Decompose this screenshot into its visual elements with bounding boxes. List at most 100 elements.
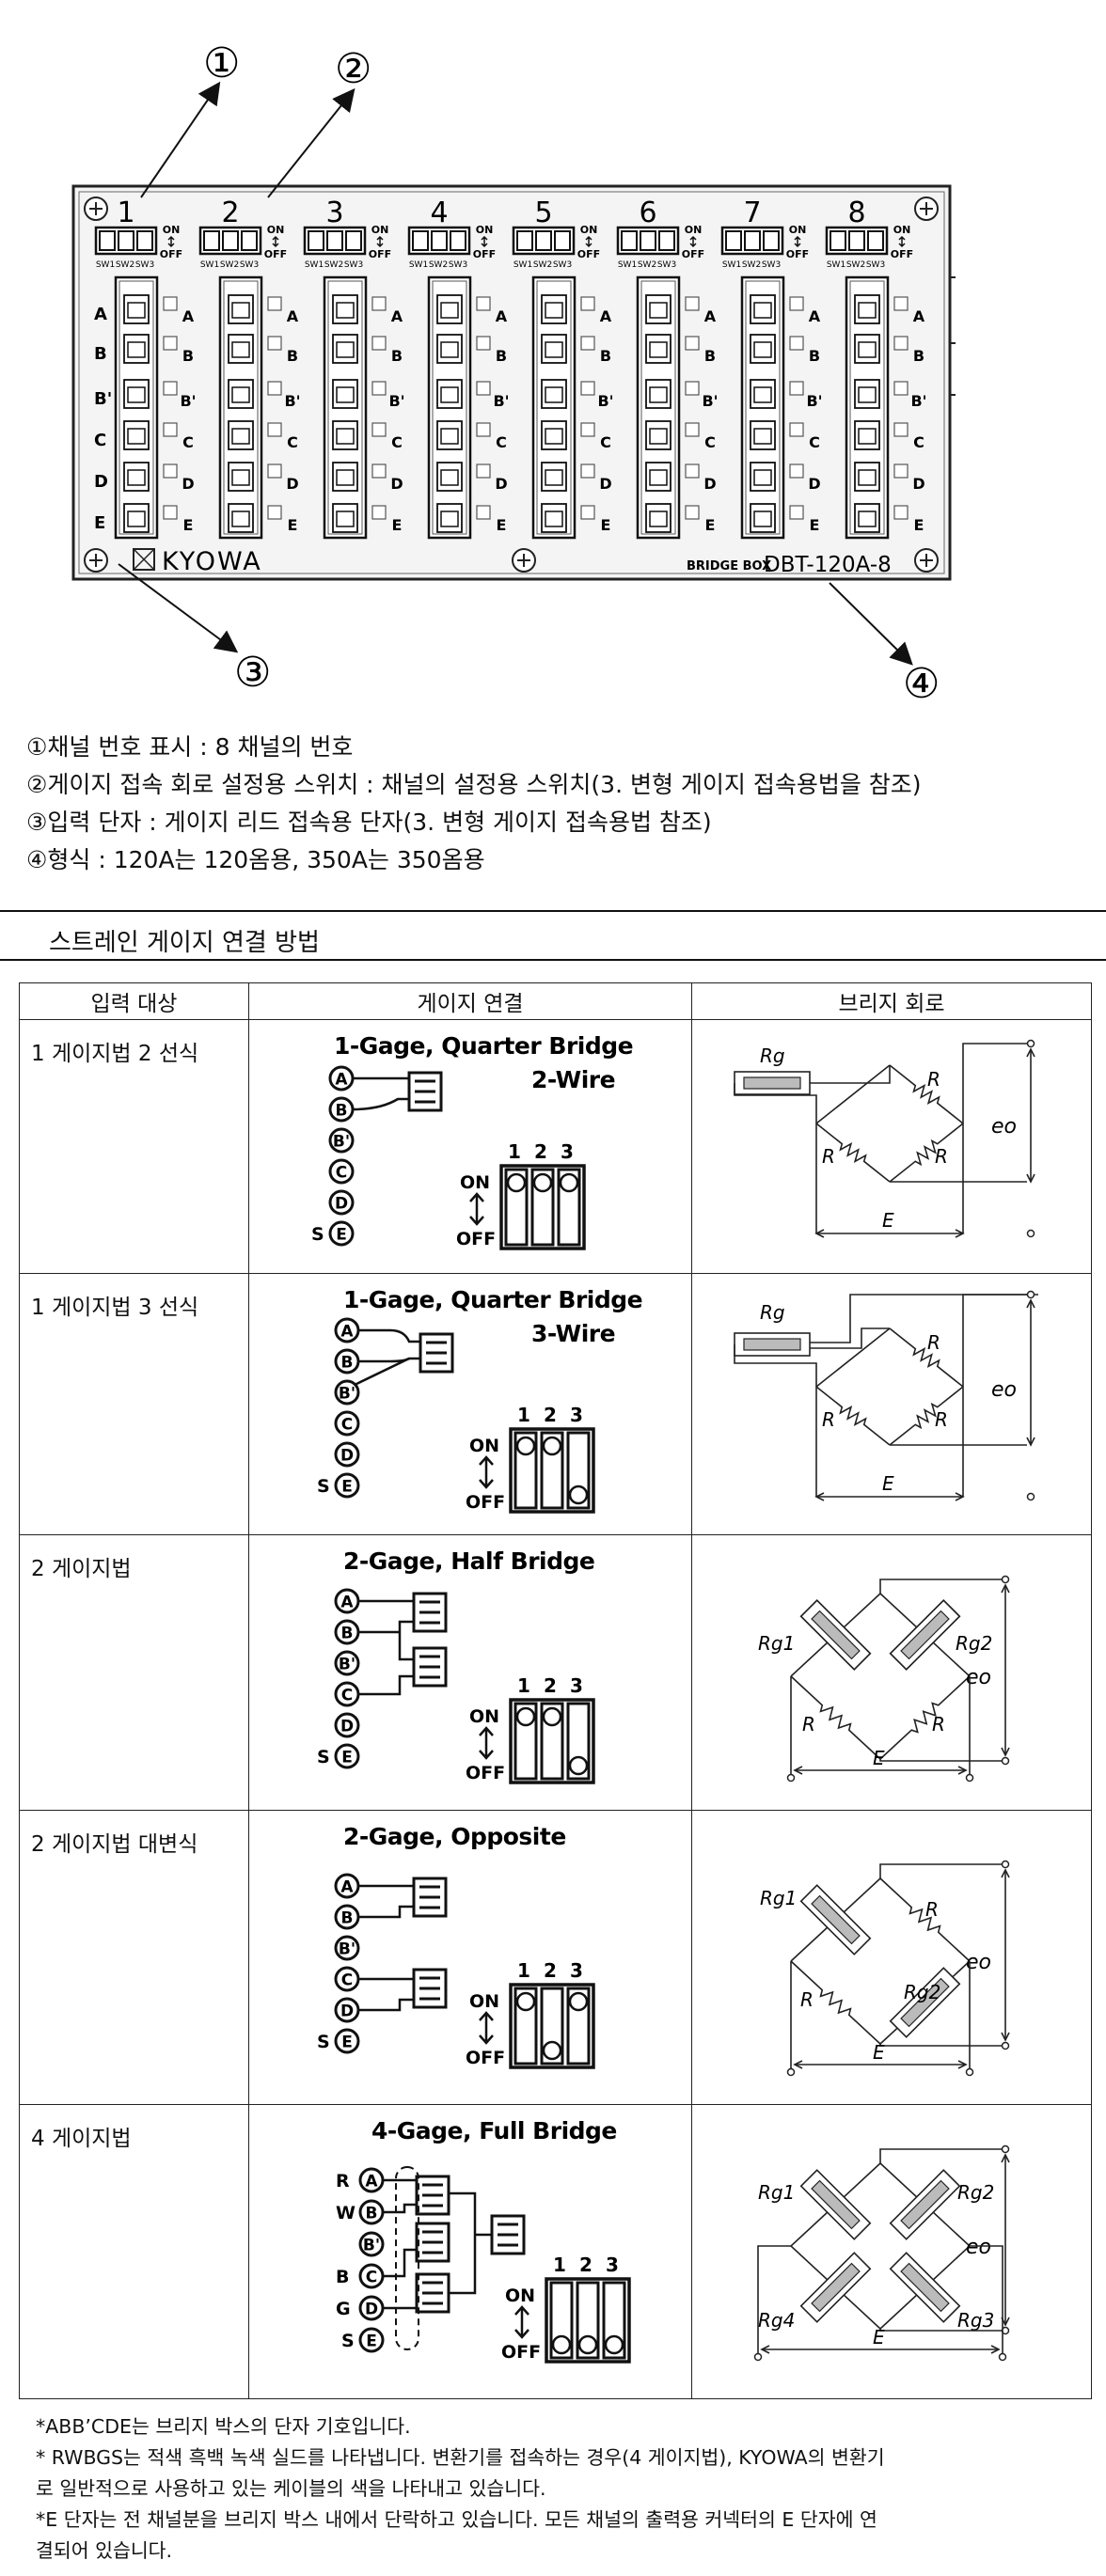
gage-subtitle: 3-Wire: [531, 1320, 615, 1347]
off-label: OFF: [369, 248, 391, 260]
terminal-letter: D: [912, 475, 924, 493]
terminal-letter: A: [600, 307, 612, 325]
updown-arrow-icon: [167, 235, 175, 248]
strain-gage-icon: [415, 2272, 450, 2314]
input-terminal-strip[interactable]: [218, 275, 263, 540]
updown-arrow-icon: [514, 2305, 529, 2339]
strain-gage-icon: [734, 1332, 811, 1357]
switch-number: 3: [570, 1674, 583, 1697]
terminal-letter: C: [341, 1687, 353, 1705]
model-label: DBT-120A-8: [764, 553, 892, 577]
terminal-letter: C: [366, 2269, 377, 2287]
wire-color-label: B: [336, 2267, 349, 2287]
channel-dip-switch[interactable]: [94, 226, 158, 256]
screw-icon: [914, 548, 939, 573]
terminal-: B: [358, 2199, 385, 2225]
channel-dip-switch[interactable]: [512, 226, 576, 256]
on-label: ON: [476, 224, 494, 236]
switch-number: 3: [561, 1140, 574, 1163]
terminal-letter: B: [809, 347, 820, 365]
terminal-letter: B: [341, 1354, 354, 1373]
terminal-letter: A: [913, 307, 925, 325]
table-header-row: 입력 대상 게이지 연결 브리지 회로: [19, 982, 1092, 1020]
terminal-: B': [334, 1379, 360, 1406]
terminal-: B: [334, 1348, 360, 1374]
terminal-letter: B: [341, 1909, 354, 1928]
terminal-letter: E: [336, 1226, 347, 1245]
off-label: OFF: [160, 248, 182, 260]
switch-label: SW3: [344, 260, 363, 270]
note-4: *E 단자는 전 채널분을 브리지 박스 내에서 단락하고 있습니다. 모든 채…: [36, 2508, 877, 2531]
rg2-label: Rg2: [904, 1981, 940, 2003]
switch-number: 1: [553, 2254, 566, 2276]
input-terminal-strip[interactable]: [845, 275, 890, 540]
input-terminal-strip[interactable]: [114, 275, 159, 540]
resistor-icon: [815, 1386, 891, 1446]
input-terminal-strip[interactable]: [740, 275, 785, 540]
rg4-label: Rg4: [758, 2309, 795, 2332]
terminal-letter: D: [703, 475, 716, 493]
input-terminal-strip[interactable]: [531, 275, 577, 540]
terminal-: B: [334, 1619, 360, 1645]
terminal-letter: B: [341, 1625, 354, 1643]
terminal-: D: [358, 2295, 385, 2321]
gage-title: 2-Gage, Opposite: [343, 1823, 566, 1850]
resistor-icon: [889, 1327, 964, 1388]
switch-number: 1: [517, 1404, 530, 1426]
strain-gage-icon: [412, 1877, 448, 1918]
channel-dip-switch[interactable]: [825, 226, 889, 256]
channel-dip-switch[interactable]: [198, 226, 262, 256]
switch-label: SW1: [827, 260, 845, 270]
terminal-letter: B: [913, 347, 924, 365]
terminal-letter: D: [808, 475, 820, 493]
off-label: OFF: [473, 248, 496, 260]
channel-dip-switch[interactable]: [303, 226, 367, 256]
switch-label: SW1: [618, 260, 637, 270]
switch-label: SW1: [409, 260, 428, 270]
terminal-letter: E: [288, 516, 298, 534]
switch-label: SW2: [846, 260, 865, 270]
switch-label: SW2: [533, 260, 552, 270]
rg1-label: Rg1: [758, 1632, 795, 1655]
switch-number: 3: [570, 1959, 583, 1982]
terminal-letter: D: [495, 475, 507, 493]
input-terminal-strip[interactable]: [323, 275, 368, 540]
row-label: 1 게이지법 3 선식: [31, 1296, 199, 1320]
shield-label: S: [317, 2032, 330, 2052]
terminal-letter: E: [183, 516, 194, 534]
terminal-: B': [328, 1127, 355, 1154]
description-1: ①채널 번호 표시 : 8 채널의 번호: [26, 733, 354, 761]
input-terminal-strip[interactable]: [427, 275, 472, 540]
terminal-letter: B: [600, 347, 611, 365]
terminal-letter: B': [910, 392, 926, 410]
callout-3: ③: [234, 649, 271, 697]
terminal-: B': [358, 2231, 385, 2257]
note-2: * RWBGS는 적색 흑백 녹색 실드를 나타냅니다. 변환기를 접속하는 경…: [36, 2446, 885, 2469]
terminal-letter: A: [182, 307, 195, 325]
r-label: R: [935, 1145, 948, 1168]
terminal-letter: E: [341, 1749, 353, 1767]
terminal-letter: E: [366, 2333, 377, 2351]
rg3-label: Rg3: [957, 2309, 994, 2332]
terminal-: B: [334, 1904, 360, 1930]
channel-dip-switch[interactable]: [720, 226, 784, 256]
channel-dip-switch[interactable]: [407, 226, 471, 256]
r-label: R: [935, 1408, 948, 1431]
terminal-letter: B': [94, 389, 112, 409]
terminal-: E: [334, 1743, 360, 1769]
switch-label: SW1: [96, 260, 115, 270]
channel-dip-switch[interactable]: [616, 226, 680, 256]
callout-1: ①: [203, 39, 240, 87]
row-label: 1 게이지법 2 선식: [31, 1042, 199, 1066]
input-terminal-strip[interactable]: [636, 275, 681, 540]
